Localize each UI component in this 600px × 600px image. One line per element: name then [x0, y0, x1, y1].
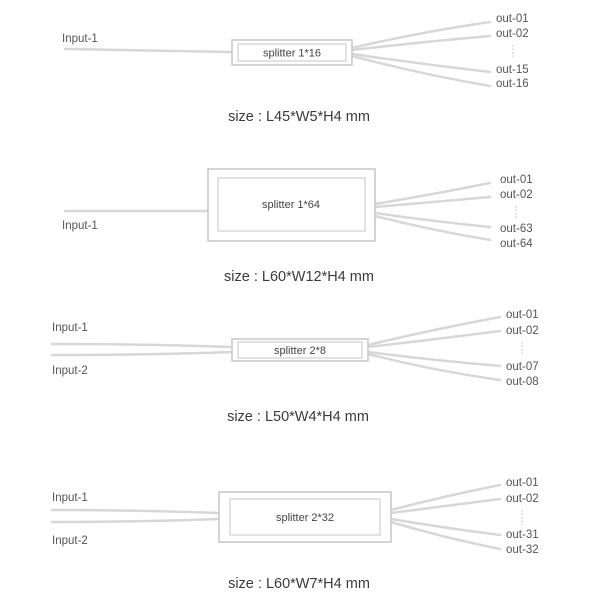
splitter-label-panel	[237, 341, 363, 359]
size-label: size : L45*W5*H4 mm	[228, 109, 370, 125]
splitter-label-panel	[237, 43, 347, 62]
output-fiber-02	[389, 497, 502, 515]
output-label-01: out-01	[500, 174, 533, 186]
output-label-01: out-01	[496, 13, 529, 25]
splitter-name: splitter 1*16	[263, 48, 321, 60]
input-label-2: Input-2	[52, 535, 88, 547]
splitter-1x16-group: splitter 1*16 Input-1 out-01 out-02 out-…	[62, 13, 529, 125]
output-fiber-63	[373, 211, 492, 229]
output-fiber-07	[366, 350, 502, 368]
output-label-02: out-02	[496, 28, 529, 40]
splitter-name: splitter 1*64	[262, 199, 320, 211]
output-label-07: out-07	[506, 361, 539, 373]
input-fiber-1	[50, 508, 221, 515]
output-label-02: out-02	[506, 325, 539, 337]
output-label-01: out-01	[506, 309, 539, 321]
output-label-08: out-08	[506, 376, 539, 388]
output-fiber-15	[350, 52, 492, 74]
input-label-1: Input-1	[62, 33, 98, 45]
splitter-label-panel	[217, 177, 366, 232]
output-fiber-01	[350, 20, 492, 50]
input-label-1: Input-1	[62, 220, 98, 232]
splitter-2x8-group: splitter 2*8 Input-1 Input-2 out-01 out-…	[50, 309, 539, 425]
input-label-1: Input-1	[52, 492, 88, 504]
output-label-64: out-64	[500, 238, 533, 250]
output-fiber-08	[366, 352, 502, 382]
output-fiber-02	[350, 34, 492, 52]
splitter-1x64-group: splitter 1*64 Input-1 out-01 out-02 out-…	[62, 168, 533, 285]
output-fiber-31	[389, 517, 502, 537]
input-fiber-1	[50, 342, 234, 349]
output-fiber-01	[366, 315, 502, 347]
output-fiber-02	[366, 329, 502, 349]
input-fiber-1	[63, 47, 234, 54]
output-label-31: out-31	[506, 529, 539, 541]
splitter-name: splitter 2*32	[276, 512, 334, 524]
splitter-name: splitter 2*8	[274, 345, 326, 357]
output-fiber-01	[389, 483, 502, 512]
size-label: size : L60*W7*H4 mm	[228, 576, 370, 592]
output-fiber-01	[373, 181, 492, 206]
splitter-2x32-group: splitter 2*32 Input-1 Input-2 out-01 out…	[50, 477, 539, 592]
splitter-label-panel	[229, 498, 381, 536]
output-fiber-64	[373, 214, 492, 242]
input-fiber-2	[50, 350, 234, 357]
output-label-15: out-15	[496, 64, 529, 76]
size-label: size : L50*W4*H4 mm	[227, 409, 369, 425]
input-label-2: Input-2	[52, 365, 88, 377]
output-label-02: out-02	[500, 189, 533, 201]
input-fiber-2	[50, 517, 221, 524]
output-label-63: out-63	[500, 223, 533, 235]
output-fiber-32	[389, 520, 502, 551]
size-label: size : L60*W12*H4 mm	[224, 269, 374, 285]
input-label-1: Input-1	[52, 322, 88, 334]
output-label-02: out-02	[506, 493, 539, 505]
output-fiber-02	[373, 195, 492, 209]
output-fiber-16	[350, 54, 492, 88]
output-label-32: out-32	[506, 544, 539, 556]
output-label-16: out-16	[496, 78, 529, 90]
output-label-01: out-01	[506, 477, 539, 489]
